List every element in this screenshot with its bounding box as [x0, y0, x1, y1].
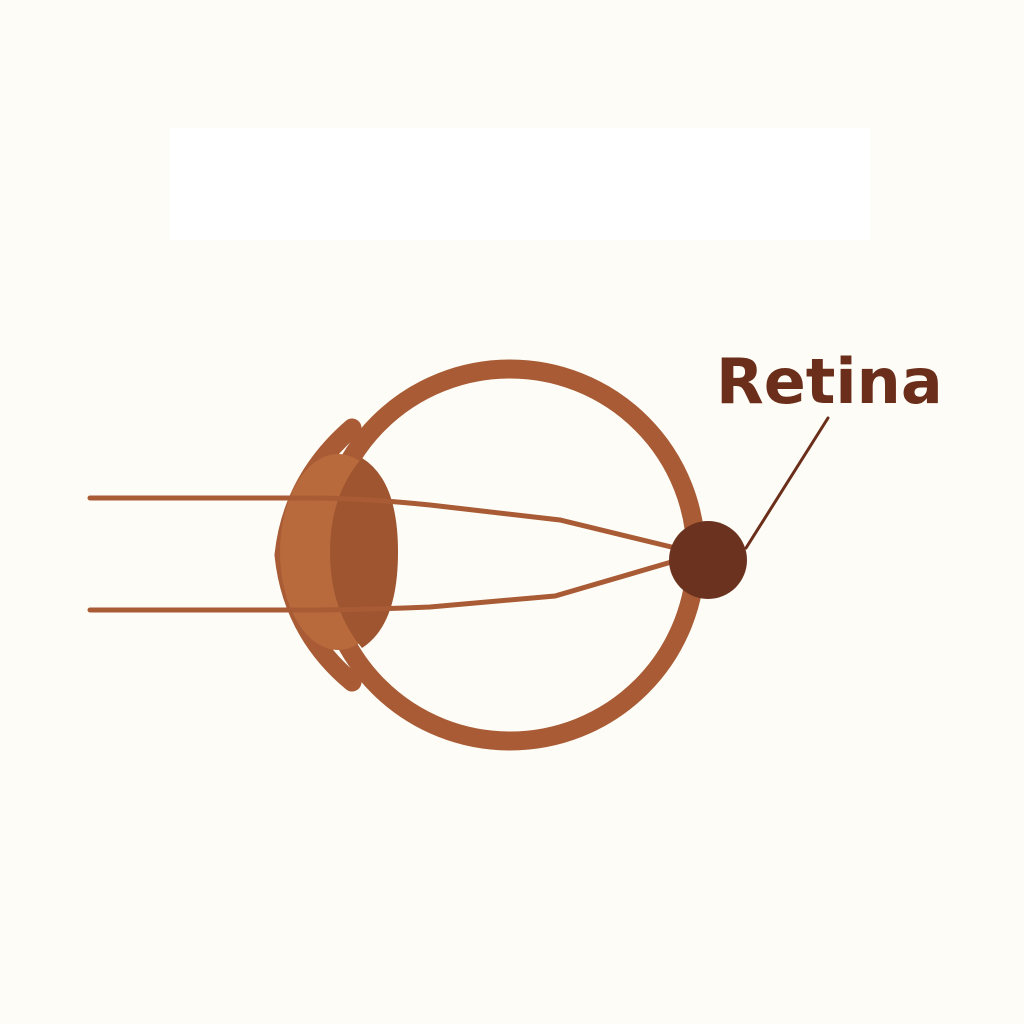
retina-spot [669, 521, 747, 599]
retina-label: Retina [716, 345, 943, 418]
retina-leader-line [744, 416, 830, 550]
light-ray-bottom [87, 553, 695, 613]
lens-back [330, 458, 398, 648]
light-ray-top [87, 495, 695, 555]
blank-title-band [170, 128, 870, 240]
